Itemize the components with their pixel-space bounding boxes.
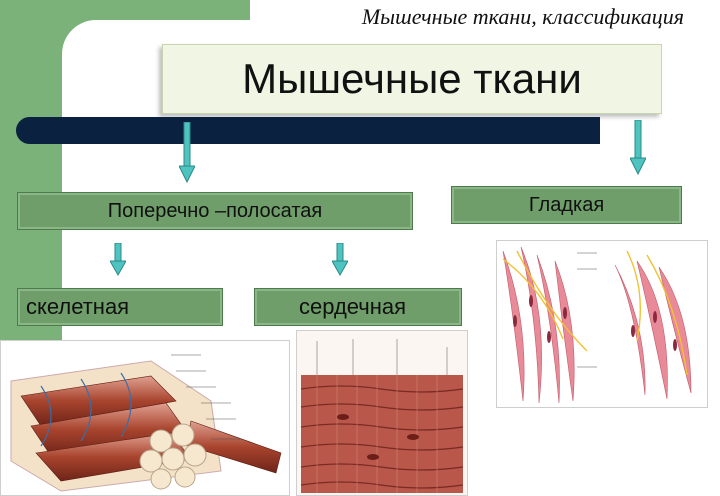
striated-category-box: Поперечно –полосатая (17, 192, 413, 230)
down-arrow-icon (179, 122, 195, 184)
cardiac-muscle-illustration (296, 330, 468, 496)
cardiac-label: сердечная (299, 294, 407, 319)
smooth-muscle-illustration (496, 240, 708, 408)
skeletal-category-box: скелетная (17, 288, 223, 326)
skeletal-muscle-illustration (0, 340, 290, 496)
slide-subtitle: Мышечные ткани, классификация (361, 4, 684, 29)
dark-connector-bar (16, 117, 600, 144)
down-arrow-icon (630, 120, 646, 176)
down-arrow-icon (332, 243, 348, 277)
main-title: Мышечные ткани (242, 55, 582, 102)
skeletal-label: скелетная (26, 294, 130, 319)
down-arrow-icon (110, 243, 126, 277)
main-title-box: Мышечные ткани (162, 44, 662, 114)
striated-label: Поперечно –полосатая (107, 199, 323, 222)
cardiac-category-box: сердечная (254, 288, 462, 326)
smooth-category-box: Гладкая (451, 186, 682, 224)
smooth-label: Гладкая (528, 193, 605, 216)
